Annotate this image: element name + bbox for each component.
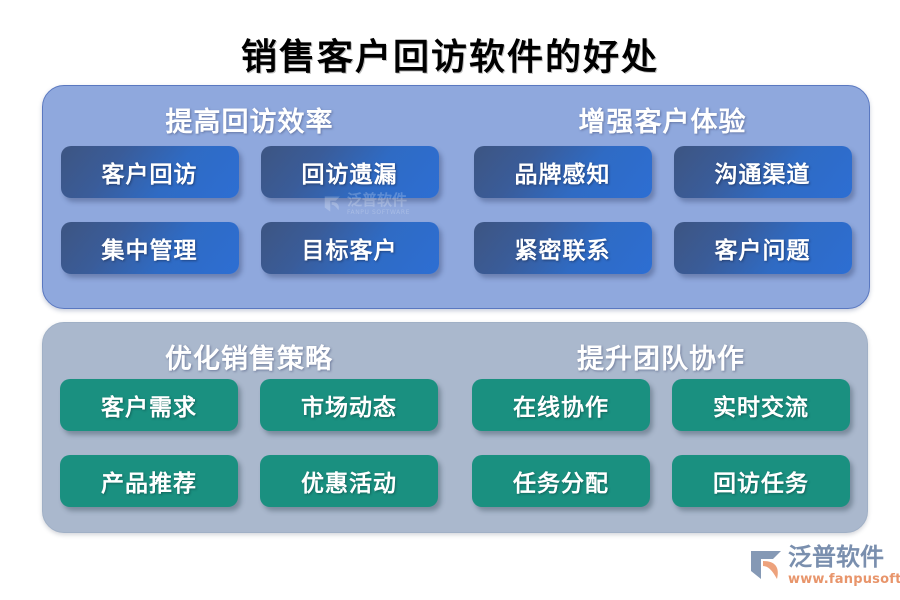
chip-item[interactable]: 客户回访 xyxy=(60,146,239,198)
panel-optimize-strategy: 优化销售策略 客户需求 市场动态 产品推荐 优惠活动 提升团队协作 在线协作 实… xyxy=(42,322,868,533)
group-enhance-customer-experience: 增强客户体验 品牌感知 沟通渠道 紧密联系 客户问题 xyxy=(456,86,869,308)
group-title: 优化销售策略 xyxy=(165,344,333,375)
chip-item[interactable]: 在线协作 xyxy=(472,379,650,431)
brand-logo-text: 泛普软件 www.fanpusoft.com xyxy=(788,545,900,586)
chip-item[interactable]: 回访遗漏 xyxy=(260,146,439,198)
chip-item[interactable]: 品牌感知 xyxy=(473,146,652,198)
group-optimize-sales-strategy: 优化销售策略 客户需求 市场动态 产品推荐 优惠活动 xyxy=(43,323,455,532)
group-improve-team-collaboration: 提升团队协作 在线协作 实时交流 任务分配 回访任务 xyxy=(455,323,867,532)
brand-logo: 泛普软件 www.fanpusoft.com xyxy=(748,540,900,590)
chip-item[interactable]: 紧密联系 xyxy=(473,222,652,274)
fanpu-logo-icon xyxy=(748,548,784,582)
chip-item[interactable]: 实时交流 xyxy=(672,379,850,431)
chip-item[interactable]: 任务分配 xyxy=(472,455,650,507)
brand-url: www.fanpusoft.com xyxy=(788,571,900,587)
group-title: 提升团队协作 xyxy=(577,344,745,375)
group-improve-visit-efficiency: 提高回访效率 客户回访 回访遗漏 集中管理 目标客户 xyxy=(43,86,456,308)
chip-item[interactable]: 优惠活动 xyxy=(260,455,438,507)
page-title: 销售客户回访软件的好处 xyxy=(240,36,659,78)
group-title: 增强客户体验 xyxy=(578,107,747,138)
chip-grid: 在线协作 实时交流 任务分配 回访任务 xyxy=(455,379,867,507)
chip-item[interactable]: 客户问题 xyxy=(673,222,852,274)
chip-item[interactable]: 目标客户 xyxy=(260,222,439,274)
group-title: 提高回访效率 xyxy=(165,107,334,138)
chip-item[interactable]: 市场动态 xyxy=(260,379,438,431)
brand-name: 泛普软件 xyxy=(788,542,884,571)
chip-grid: 客户回访 回访遗漏 集中管理 目标客户 xyxy=(43,146,456,274)
chip-item[interactable]: 客户需求 xyxy=(60,379,238,431)
chip-grid: 客户需求 市场动态 产品推荐 优惠活动 xyxy=(43,379,455,507)
chip-item[interactable]: 集中管理 xyxy=(60,222,239,274)
chip-item[interactable]: 回访任务 xyxy=(672,455,850,507)
chip-item[interactable]: 沟通渠道 xyxy=(673,146,852,198)
chip-grid: 品牌感知 沟通渠道 紧密联系 客户问题 xyxy=(456,146,869,274)
panel-improve-efficiency: 提高回访效率 客户回访 回访遗漏 集中管理 目标客户 增强客户体验 品牌感知 沟… xyxy=(42,85,870,309)
chip-item[interactable]: 产品推荐 xyxy=(60,455,238,507)
